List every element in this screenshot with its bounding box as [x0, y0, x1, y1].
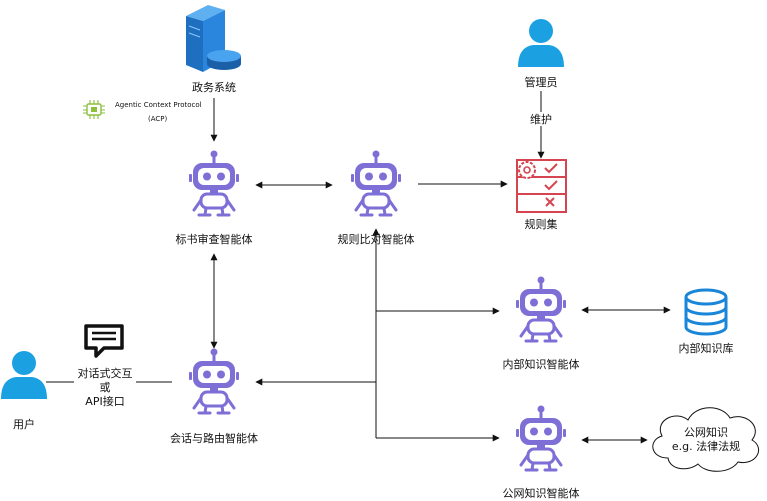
public-knowledge-robot-icon — [514, 404, 568, 472]
circuit-chip-icon — [83, 100, 105, 119]
session-router-agent-label: 会话与路由智能体 — [170, 431, 258, 445]
admin-person-icon — [518, 19, 564, 67]
internal-knowledge-agent-label: 内部知识智能体 — [503, 357, 580, 371]
admin-label: 管理员 — [525, 75, 558, 89]
public-knowledge-line1: 公网知识 — [684, 425, 728, 439]
user-person-icon — [1, 351, 47, 399]
chat-label-line3: API接口 — [85, 395, 124, 408]
internal-knowledge-robot-icon — [514, 275, 568, 343]
public-knowledge-line2: e.g. 法律法规 — [672, 439, 740, 453]
acp-title: Agentic Context Protocol — [115, 101, 202, 109]
chat-label-line2: 或 — [100, 381, 111, 394]
cloud-shape — [652, 407, 759, 472]
bid-review-robot-icon — [187, 149, 241, 217]
rule-compare-robot-icon — [349, 149, 403, 217]
ruleset-label: 规则集 — [525, 217, 558, 231]
gov-system-label: 政务系统 — [192, 80, 236, 94]
maintain-label-bg — [528, 112, 555, 126]
internal-kb-label: 内部知识库 — [679, 341, 734, 355]
rule-compare-agent-label: 规则比对智能体 — [338, 232, 415, 246]
server-icon — [186, 5, 241, 72]
chat-bubble-icon — [84, 324, 124, 358]
user-label: 用户 — [13, 417, 35, 431]
ruleset-icon — [516, 159, 567, 213]
chat-label-line1: 对话式交互 — [78, 366, 133, 380]
session-router-robot-icon — [187, 347, 241, 415]
chat-label-bg — [74, 366, 136, 410]
database-icon — [684, 288, 728, 336]
acp-abbr: (ACP) — [148, 115, 168, 123]
bid-review-agent-label: 标书审查智能体 — [176, 232, 253, 246]
maintain-label: 维护 — [530, 112, 552, 126]
public-knowledge-agent-label: 公网知识智能体 — [503, 486, 580, 500]
